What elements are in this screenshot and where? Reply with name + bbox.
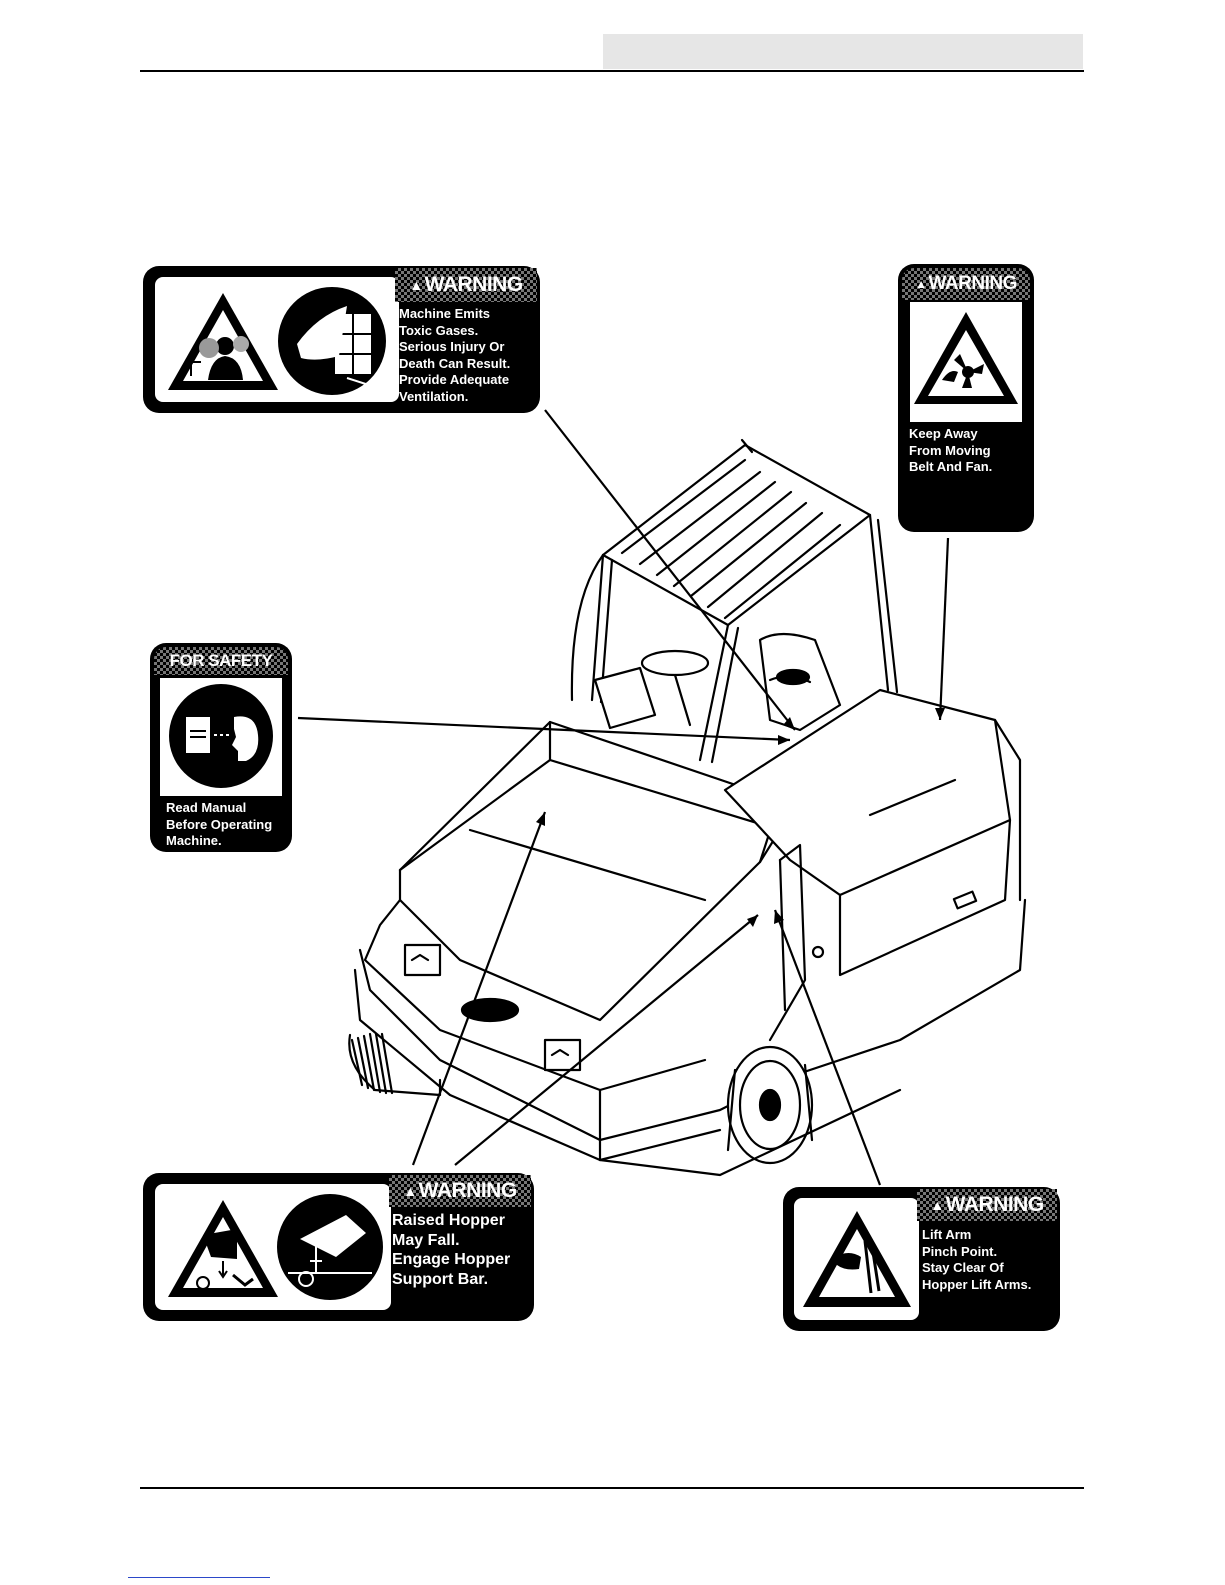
decal-raised-hopper-message: Raised Hopper May Fall. Engage Hopper Su… [392,1211,510,1289]
decal-toxic-gas-message: Machine Emits Toxic Gases. Serious Injur… [399,306,510,405]
decal-line: Machine. [166,833,222,848]
decal-lift-arm-header: ▲ WARNING [917,1189,1057,1221]
decal-line: Machine Emits [399,306,491,321]
decal-line: Provide Adequate [399,372,510,387]
footer-rule [140,1487,1084,1489]
leader-lift-arm [773,909,882,1186]
decal-moving-belt-message: Keep Away From Moving Belt And Fan. [909,426,992,476]
toxic-gas-person-icon [168,293,278,390]
decal-line: Toxic Gases. [399,322,479,338]
read-manual-icon [169,684,273,788]
decal-moving-belt-header: ▲ WARNING [902,268,1030,300]
warning-triangle-icon: ▲ [930,1197,944,1213]
decal-line: Belt And Fan. [909,459,993,474]
decal-lift-arm-header-text: WARNING [945,1193,1045,1216]
header-bar [603,34,1083,69]
decal-line: Lift Arm [922,1227,972,1242]
decal-toxic-gas-header-text: WARNING [424,273,524,296]
warning-triangle-icon: ▲ [409,277,423,293]
decal-toxic-gas: ▲ WARNING Machine Emits Toxic Gases. Ser… [143,266,540,413]
decal-line: May Fall. [392,1231,460,1249]
decal-line: Ventilation. [399,388,469,404]
leader-moving-belt [938,537,950,721]
footer-link-underline [128,1577,270,1578]
decal-moving-belt: ▲ WARNING Keep Away From Moving Belt And… [898,264,1034,532]
warning-triangle-icon: ▲ [403,1183,417,1199]
decal-raised-hopper-header-text: WARNING [418,1179,518,1202]
decal-raised-hopper: ▲ WARNING Raised Hopper May Fall. Engage… [143,1173,534,1321]
falling-hopper-icon [168,1200,278,1297]
decal-lift-arm: ▲ WARNING Lift Arm Pinch Point. Stay Cle… [783,1187,1060,1331]
decal-toxic-gas-header: ▲ WARNING [395,268,537,302]
decal-read-manual-message: Read Manual Before Operating Machine. [166,800,272,850]
decal-lift-arm-message: Lift Arm Pinch Point. Stay Clear Of Hopp… [922,1227,1031,1293]
leader-toxic-gas [544,409,796,731]
decal-line: Keep Away [909,426,978,441]
leader-hopper-2 [454,914,759,1166]
header-rule [140,70,1084,72]
decal-read-manual-header: FOR SAFETY [154,647,288,675]
warning-triangle-icon: ▲ [915,277,927,291]
open-window-icon [278,287,386,395]
decal-line: From Moving [909,442,991,458]
decal-read-manual: FOR SAFETY Read Manual Before Operating … [150,643,292,852]
decal-line: Raised Hopper [392,1212,505,1229]
decal-line: Hopper Lift Arms. [922,1276,1032,1292]
hopper-support-bar-icon [277,1194,383,1300]
leader-hopper-1 [411,811,547,1166]
decal-line: Support Bar. [392,1270,489,1288]
decal-line: Stay Clear Of [922,1260,1004,1275]
decal-line: Engage Hopper [392,1251,511,1268]
decal-line: Death Can Result. [399,355,511,371]
decal-read-manual-header-text: FOR SAFETY [169,651,273,670]
decal-moving-belt-header-text: WARNING [928,273,1018,294]
decal-line: Read Manual [166,800,247,815]
decal-line: Serious Injury Or [399,339,505,354]
fan-belt-hand-icon [914,312,1018,404]
pinch-point-icon [803,1211,911,1307]
decal-line: Pinch Point. [922,1243,998,1259]
leader-read-manual [297,716,791,742]
decal-raised-hopper-header: ▲ WARNING [389,1175,531,1207]
decal-line: Before Operating [166,816,273,832]
